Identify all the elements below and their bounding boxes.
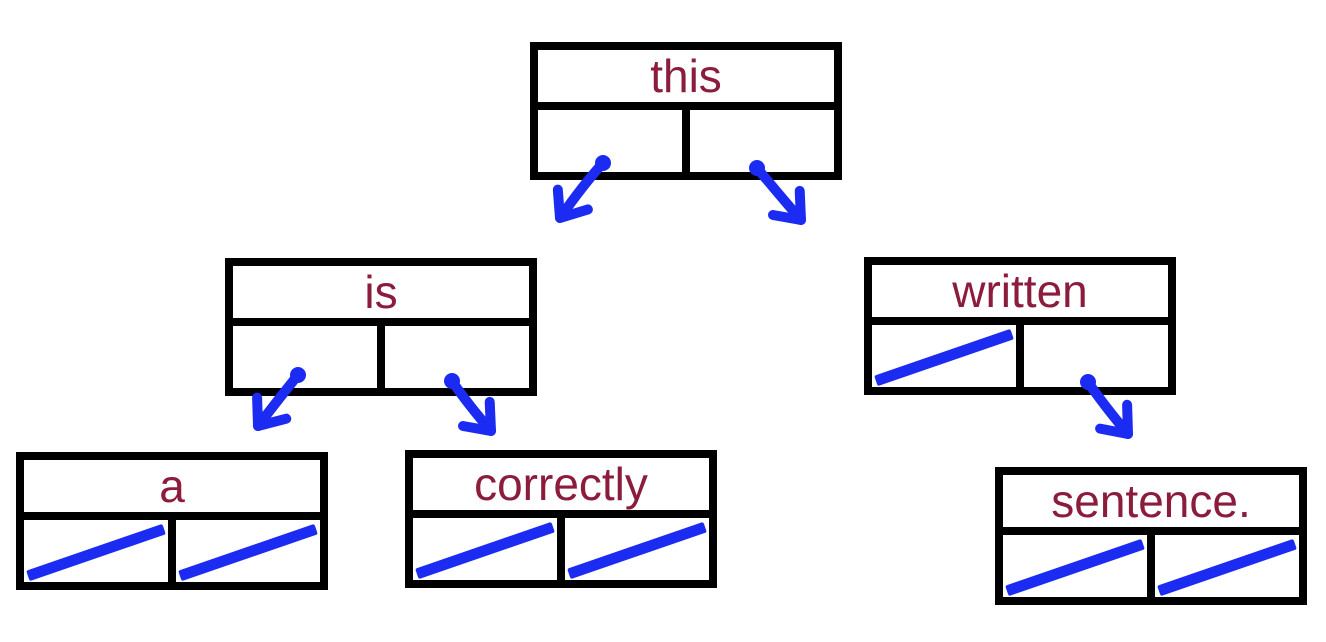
left-pointer-cell	[233, 326, 385, 388]
node-a: a	[16, 452, 328, 590]
null-slash	[1157, 538, 1297, 597]
word-cell: this	[538, 50, 834, 110]
pointer-row	[872, 325, 1168, 387]
left-pointer-cell	[538, 110, 690, 172]
left-pointer-cell	[413, 518, 565, 580]
right-pointer-cell	[1155, 535, 1299, 597]
right-pointer-cell	[1024, 325, 1168, 387]
word-cell: is	[233, 266, 529, 326]
word-cell: sentence.	[1003, 475, 1299, 535]
null-slash	[1005, 538, 1145, 597]
word-cell: correctly	[413, 458, 709, 518]
null-slash	[874, 328, 1014, 387]
pointer-row	[1003, 535, 1299, 597]
right-pointer-cell	[690, 110, 834, 172]
pointer-row	[538, 110, 834, 172]
word-cell: written	[872, 265, 1168, 325]
pointer-row	[233, 326, 529, 388]
null-slash	[26, 523, 166, 582]
left-pointer-cell	[1003, 535, 1155, 597]
word-cell: a	[24, 460, 320, 520]
node-is: is	[225, 258, 537, 396]
node-sentence: sentence.	[995, 467, 1307, 605]
node-this: this	[530, 42, 842, 180]
node-written: written	[864, 257, 1176, 395]
null-slash	[178, 523, 318, 582]
right-pointer-cell	[385, 326, 529, 388]
right-pointer-cell	[565, 518, 709, 580]
left-pointer-cell	[24, 520, 176, 582]
pointer-row	[24, 520, 320, 582]
null-slash	[567, 521, 707, 580]
node-correctly: correctly	[405, 450, 717, 588]
right-pointer-cell	[176, 520, 320, 582]
left-pointer-cell	[872, 325, 1024, 387]
pointer-row	[413, 518, 709, 580]
null-slash	[415, 521, 555, 580]
